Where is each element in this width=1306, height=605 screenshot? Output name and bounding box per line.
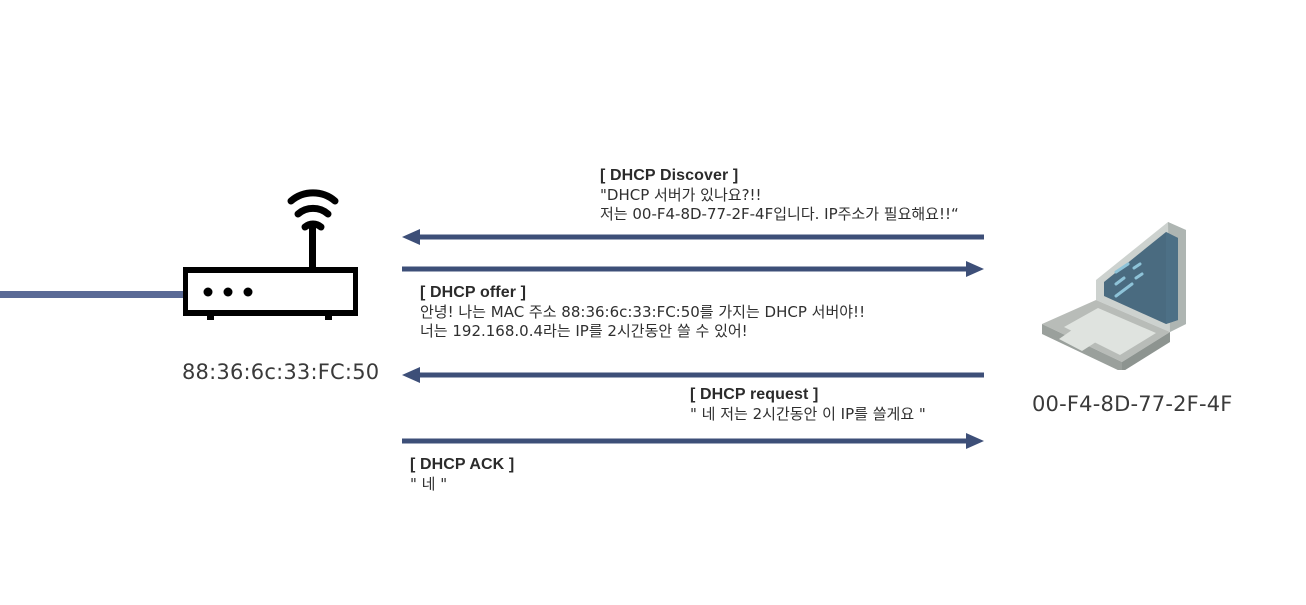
router-mac-label: 88:36:6c:33:FC:50 — [182, 360, 380, 384]
message-dhcp-discover: [ DHCP Discover ] "DHCP 서버가 있나요?!! 저는 00… — [600, 166, 959, 225]
message-line: 너는 192.168.0.4라는 IP를 2시간동안 쓸 수 있어! — [420, 322, 748, 340]
message-line: 안녕! 나는 MAC 주소 88:36:6c:33:FC:50를 가지는 DHC… — [420, 302, 866, 321]
message-dhcp-offer: [ DHCP offer ] 안녕! 나는 MAC 주소 88:36:6c:33… — [420, 283, 865, 342]
message-title: [ DHCP request ] — [690, 386, 819, 403]
message-title: [ DHCP Discover ] — [600, 167, 739, 184]
wifi-router-icon — [182, 155, 359, 320]
message-line: " 네 " — [410, 474, 448, 493]
laptop-mac-label: 00-F4-8D-77-2F-4F — [1032, 392, 1233, 416]
arrow-dhcp-ack — [402, 433, 984, 449]
message-line: "DHCP 서버가 있나요?!! — [600, 185, 762, 204]
message-dhcp-request: [ DHCP request ] " 네 저는 2시간동안 이 IP를 쓸게요 … — [690, 385, 926, 424]
message-line: 저는 00-F4-8D-77-2F-4F입니다. IP주소가 필요해요!!“ — [600, 205, 959, 223]
message-title: [ DHCP offer ] — [420, 284, 526, 301]
message-line: " 네 저는 2시간동안 이 IP를 쓸게요 " — [690, 404, 926, 423]
message-title: [ DHCP ACK ] — [410, 456, 515, 473]
message-dhcp-ack: [ DHCP ACK ] " 네 " — [410, 455, 514, 494]
ethernet-cable — [0, 291, 185, 298]
arrow-dhcp-discover — [402, 229, 984, 245]
arrow-dhcp-offer — [402, 261, 984, 277]
laptop-icon — [1036, 212, 1196, 372]
arrow-dhcp-request — [402, 367, 984, 383]
